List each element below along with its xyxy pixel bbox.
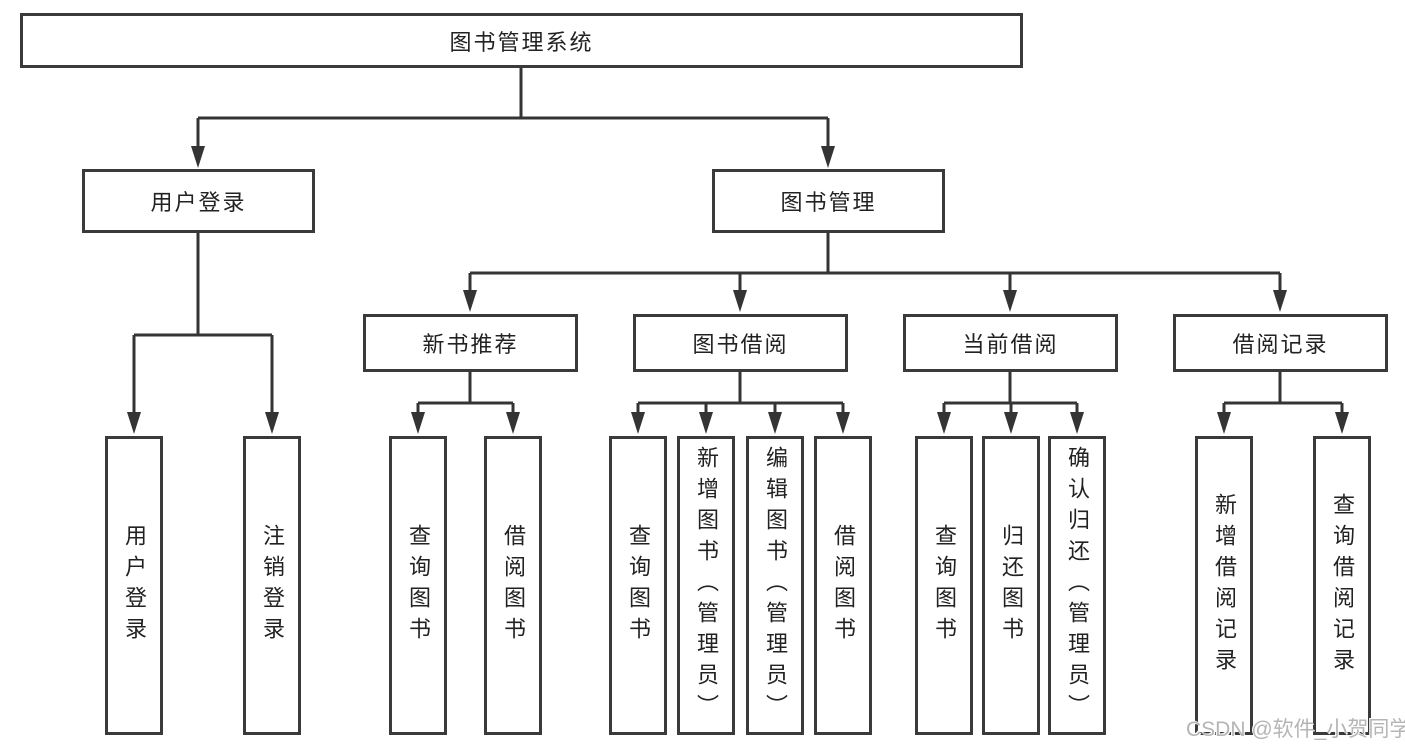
leaf-add-borrow-record-label: 新增借阅记录 (1212, 492, 1237, 679)
arrow-down-icon (1004, 412, 1018, 434)
leaf-return-book-label: 归还图书 (999, 523, 1024, 648)
leaf-user-login-label: 用户登录 (122, 523, 147, 648)
arrow-down-icon (1217, 412, 1231, 434)
arrow-down-icon (937, 412, 951, 434)
node-user-login-label: 用户登录 (150, 190, 247, 215)
leaf-logout-label: 注销登录 (260, 523, 285, 648)
arrow-down-icon (191, 146, 205, 168)
leaf-add-book-admin: 新增图书（管理员） (677, 436, 735, 735)
borrow-record-branch-line (1222, 372, 1344, 416)
leaf-query-book-2-label: 查询图书 (626, 523, 651, 648)
leaf-borrow-book-2-label: 借阅图书 (831, 523, 856, 648)
node-book-borrow-label: 图书借阅 (692, 332, 789, 357)
new-book-branch-line (416, 372, 515, 416)
arrow-down-icon (265, 412, 279, 434)
node-new-book-recommend: 新书推荐 (363, 314, 578, 372)
arrowheads (127, 146, 1349, 434)
node-book-borrow: 图书借阅 (633, 314, 848, 372)
arrow-down-icon (127, 412, 141, 434)
node-root: 图书管理系统 (20, 13, 1023, 68)
leaf-return-book: 归还图书 (982, 436, 1040, 735)
arrow-down-icon (1070, 412, 1084, 434)
arrow-down-icon (768, 412, 782, 434)
leaf-confirm-return-admin-label: 确认归还（管理员） (1065, 446, 1090, 725)
node-book-management: 图书管理 (712, 169, 945, 233)
node-root-label: 图书管理系统 (449, 29, 594, 55)
leaf-confirm-return-admin: 确认归还（管理员） (1048, 436, 1106, 735)
arrow-down-icon (1003, 290, 1017, 312)
leaf-query-borrow-record-label: 查询借阅记录 (1330, 492, 1355, 679)
arrow-down-icon (699, 412, 713, 434)
leaf-query-book-1: 查询图书 (389, 436, 447, 735)
leaf-query-book-3-label: 查询图书 (932, 523, 957, 648)
node-borrow-record-label: 借阅记录 (1232, 332, 1329, 357)
arrow-down-icon (411, 412, 425, 434)
node-user-login: 用户登录 (82, 169, 315, 233)
leaf-user-login: 用户登录 (105, 436, 163, 735)
leaf-borrow-book-1: 借阅图书 (484, 436, 542, 735)
current-borrow-branch-line (942, 372, 1079, 416)
node-new-book-recommend-label: 新书推荐 (422, 332, 519, 357)
book-borrow-branch-line (636, 372, 845, 416)
leaf-add-borrow-record: 新增借阅记录 (1195, 436, 1253, 735)
arrow-down-icon (733, 290, 747, 312)
node-current-borrow-label: 当前借阅 (962, 332, 1059, 357)
arrow-down-icon (821, 146, 835, 168)
leaf-query-book-3: 查询图书 (915, 436, 973, 735)
arrow-down-icon (506, 412, 520, 434)
leaf-edit-book-admin-label: 编辑图书（管理员） (763, 446, 788, 725)
root-branch-line (196, 68, 830, 150)
leaf-borrow-book-2: 借阅图书 (814, 436, 872, 735)
leaf-query-book-2: 查询图书 (609, 436, 667, 735)
node-book-management-label: 图书管理 (780, 190, 877, 215)
user-login-branch-line (132, 233, 274, 416)
arrow-down-icon (1273, 290, 1287, 312)
node-current-borrow: 当前借阅 (903, 314, 1118, 372)
leaf-borrow-book-1-label: 借阅图书 (501, 523, 526, 648)
arrow-down-icon (836, 412, 850, 434)
leaf-query-book-1-label: 查询图书 (406, 523, 431, 648)
arrow-down-icon (1335, 412, 1349, 434)
leaf-edit-book-admin: 编辑图书（管理员） (746, 436, 804, 735)
arrow-down-icon (631, 412, 645, 434)
leaf-add-book-admin-label: 新增图书（管理员） (694, 446, 719, 725)
leaf-logout: 注销登录 (243, 436, 301, 735)
book-mgmt-branch-line (468, 233, 1282, 294)
node-borrow-record: 借阅记录 (1173, 314, 1388, 372)
arrow-down-icon (463, 290, 477, 312)
leaf-query-borrow-record: 查询借阅记录 (1313, 436, 1371, 735)
